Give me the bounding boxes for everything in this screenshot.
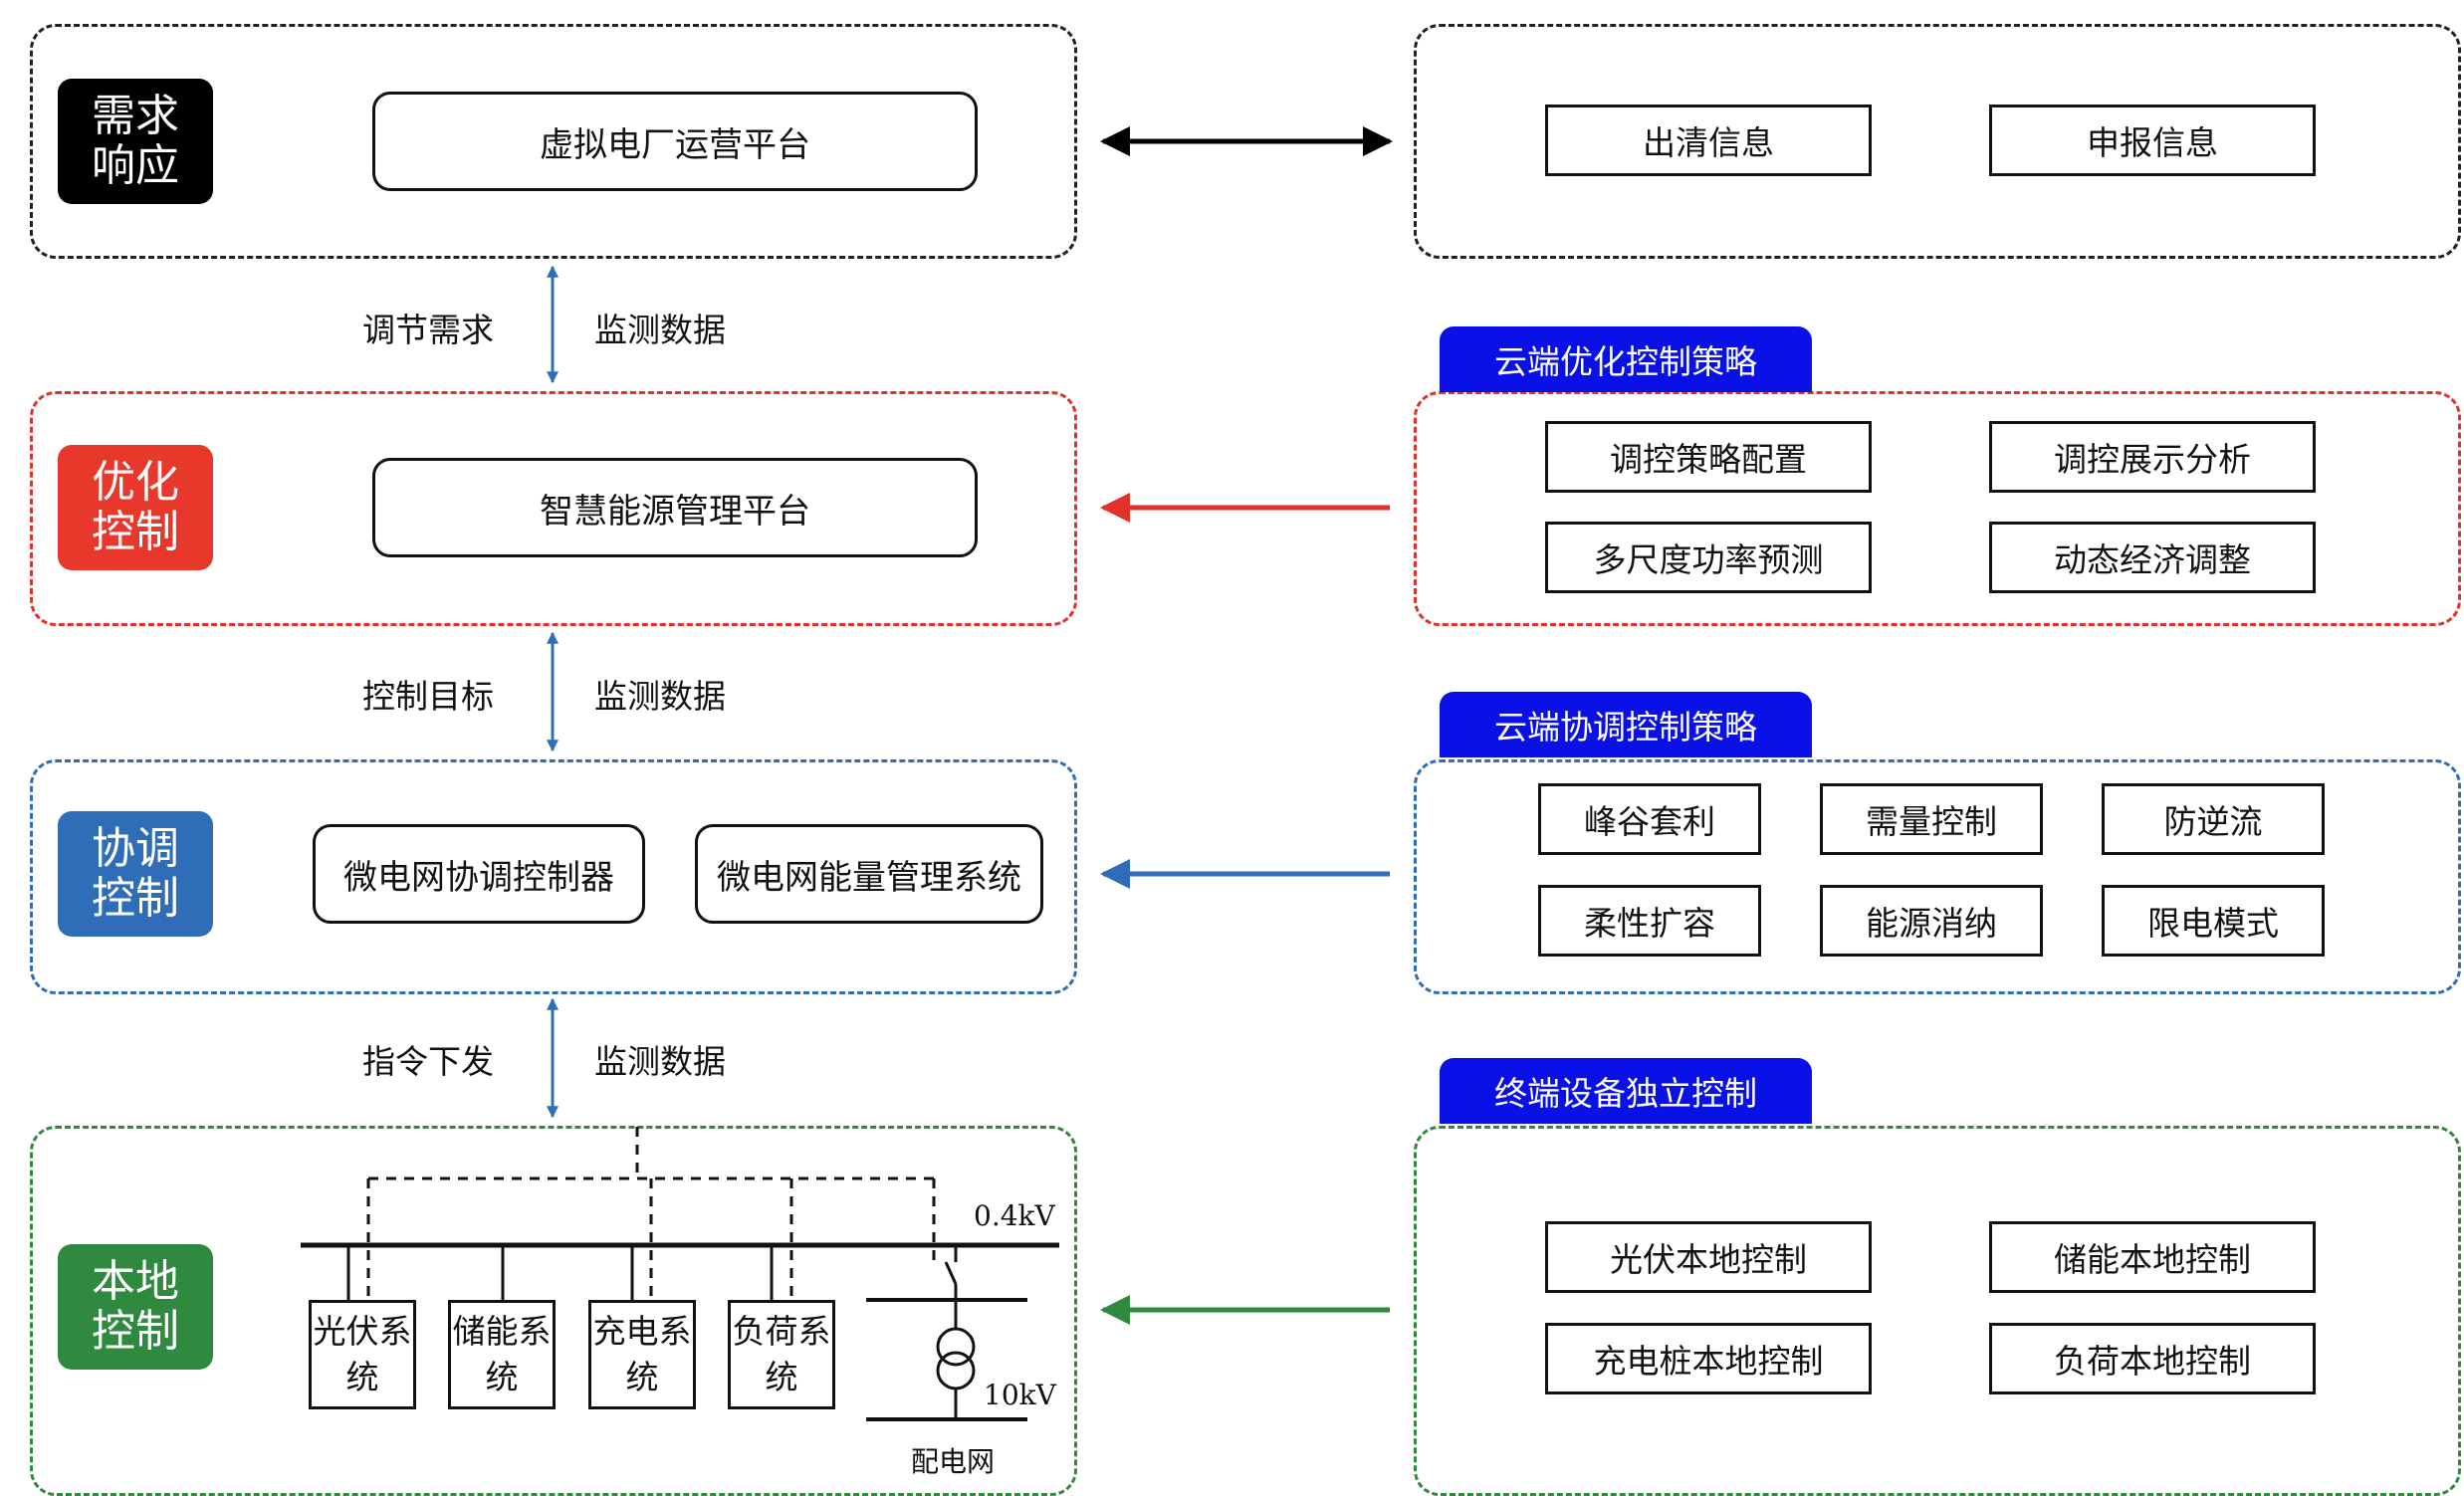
- local-item: 充电桩本地控制: [1545, 1323, 1872, 1394]
- equipment-box-pv: 光伏系统: [309, 1300, 416, 1409]
- level-label-coordinate: 协调控制: [58, 811, 213, 937]
- bid-info-box: 申报信息: [1989, 105, 2316, 176]
- coordinate-item: 柔性扩容: [1538, 885, 1761, 957]
- coordinate-item: 能源消纳: [1820, 885, 2043, 957]
- coordinate-item: 防逆流: [2102, 783, 2325, 855]
- coordinate-item: 峰谷套利: [1538, 783, 1761, 855]
- vpp-platform-box: 虚拟电厂运营平台: [372, 92, 978, 191]
- link1-right-label: 监测数据: [594, 311, 726, 349]
- link3-left-label: 指令下发: [362, 1042, 494, 1081]
- clearing-info-box: 出清信息: [1545, 105, 1872, 176]
- link2-left-label: 控制目标: [362, 677, 494, 716]
- high-voltage-label: 10kV: [984, 1379, 1056, 1411]
- optimization-control-panel: [30, 391, 1077, 626]
- cloud-optimization-tab: 云端优化控制策略: [1440, 326, 1812, 392]
- local-item: 负荷本地控制: [1989, 1323, 2316, 1394]
- cloud-coordination-tab: 云端协调控制策略: [1440, 692, 1812, 757]
- local-item: 光伏本地控制: [1545, 1221, 1872, 1293]
- low-voltage-label: 0.4kV: [974, 1199, 1055, 1232]
- link3-right-label: 监测数据: [594, 1042, 726, 1081]
- equipment-box-load: 负荷系统: [728, 1300, 835, 1409]
- equipment-box-storage: 储能系统: [448, 1300, 556, 1409]
- level-label-demand: 需求响应: [58, 79, 213, 204]
- optimize-item: 动态经济调整: [1989, 522, 2316, 593]
- level-label-local: 本地控制: [58, 1244, 213, 1370]
- link2-right-label: 监测数据: [594, 677, 726, 716]
- microgrid-ems-box: 微电网能量管理系统: [695, 824, 1043, 924]
- microgrid-controller-box: 微电网协调控制器: [313, 824, 645, 924]
- local-control-panel: [30, 1126, 1077, 1496]
- optimize-item: 调控策略配置: [1545, 421, 1872, 493]
- cloud-optimization-panel: [1414, 391, 2461, 626]
- demand-response-panel: [30, 24, 1077, 259]
- link1-left-label: 调节需求: [362, 311, 494, 349]
- cloud-coordination-panel: [1414, 759, 2461, 994]
- terminal-control-panel: [1414, 1126, 2461, 1496]
- coordination-control-panel: [30, 759, 1077, 994]
- local-item: 储能本地控制: [1989, 1221, 2316, 1293]
- coordinate-item: 限电模式: [2102, 885, 2325, 957]
- level-label-optimize: 优化控制: [58, 445, 213, 570]
- optimize-item: 多尺度功率预测: [1545, 522, 1872, 593]
- market-info-panel: [1414, 24, 2461, 259]
- coordinate-item: 需量控制: [1820, 783, 2043, 855]
- distribution-grid-label: 配电网: [911, 1445, 996, 1478]
- energy-management-platform-box: 智慧能源管理平台: [372, 458, 978, 557]
- optimize-item: 调控展示分析: [1989, 421, 2316, 493]
- terminal-control-tab: 终端设备独立控制: [1440, 1058, 1812, 1124]
- equipment-box-charging: 充电系统: [588, 1300, 696, 1409]
